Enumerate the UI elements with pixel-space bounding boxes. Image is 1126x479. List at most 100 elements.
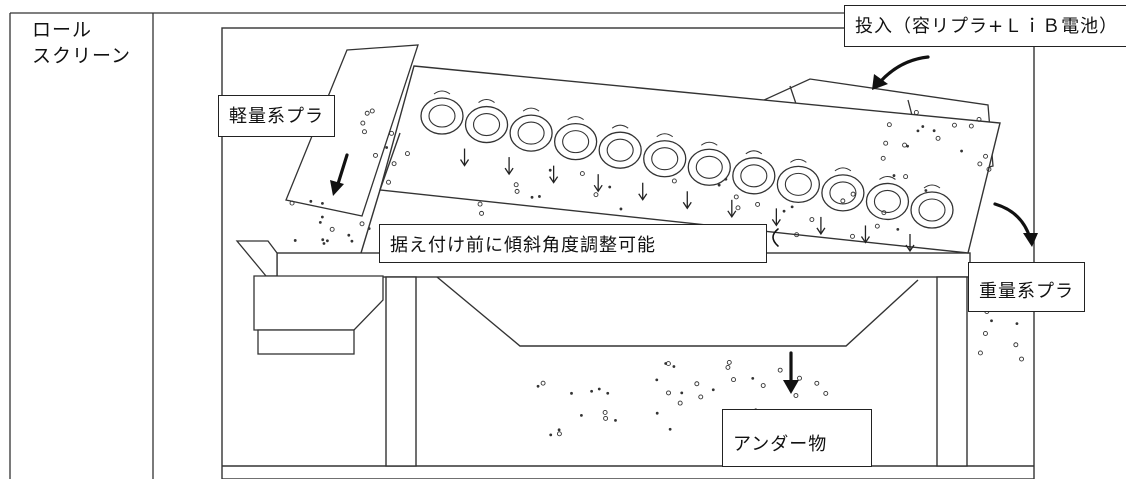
fall-arrow xyxy=(504,157,514,176)
particle xyxy=(698,394,704,400)
particle xyxy=(549,433,553,437)
particle xyxy=(677,400,683,406)
roller xyxy=(643,133,687,178)
fall-arrow xyxy=(771,208,781,227)
under-material-label: アンダー物 xyxy=(722,409,872,467)
particle xyxy=(1015,322,1019,326)
particle xyxy=(755,201,761,207)
particle xyxy=(602,409,608,415)
particle xyxy=(874,223,880,229)
particle xyxy=(790,205,794,209)
particle xyxy=(536,384,540,388)
particle xyxy=(606,391,610,395)
particle xyxy=(671,178,677,184)
roller xyxy=(910,184,954,229)
particle xyxy=(579,171,585,177)
fall-arrow xyxy=(816,216,826,236)
particle xyxy=(896,227,900,231)
fall-arrow xyxy=(549,165,559,184)
particle xyxy=(1019,356,1024,362)
particle xyxy=(731,377,736,383)
particle xyxy=(329,226,335,232)
fall-arrow xyxy=(727,199,737,218)
particle xyxy=(668,427,672,431)
angle-note-label: 据え付け前に傾斜角度調整可能 xyxy=(379,224,767,263)
particle xyxy=(735,205,741,211)
heavy-plastic-label: 重量系プラ xyxy=(968,262,1085,312)
particle xyxy=(513,182,519,188)
particle xyxy=(932,129,936,133)
fall-arrow xyxy=(860,225,870,244)
particle xyxy=(733,194,739,200)
input-label: 投入（容リプラ+ＬｉＢ電池） xyxy=(844,5,1126,47)
roller xyxy=(732,150,776,195)
particle xyxy=(983,331,988,336)
light-arrow xyxy=(335,153,349,189)
light-plastic-label: 軽量系プラ xyxy=(218,95,335,137)
particle xyxy=(777,367,783,373)
housing-frame xyxy=(221,27,1035,479)
particle xyxy=(968,123,974,129)
particle xyxy=(990,319,993,323)
particle xyxy=(935,135,941,141)
particle xyxy=(751,377,755,380)
particle xyxy=(983,153,988,159)
under-hopper xyxy=(436,276,919,347)
particle xyxy=(797,375,802,381)
particle xyxy=(557,428,561,432)
fall-arrow xyxy=(593,174,603,193)
roller xyxy=(553,116,598,161)
particle xyxy=(404,151,410,157)
particle xyxy=(364,110,370,116)
particle xyxy=(385,146,389,149)
roller-group xyxy=(420,90,954,229)
particle xyxy=(326,239,329,243)
particle xyxy=(902,142,908,148)
particle xyxy=(655,378,659,382)
particle xyxy=(538,195,541,198)
roller xyxy=(687,141,731,186)
particle xyxy=(886,122,892,128)
particle xyxy=(952,122,957,128)
particle xyxy=(540,380,546,386)
particle xyxy=(664,362,668,365)
particle xyxy=(386,179,391,185)
particle xyxy=(814,380,820,386)
roller xyxy=(776,158,821,204)
particle xyxy=(913,110,919,115)
particle xyxy=(614,418,617,422)
particle xyxy=(809,217,815,222)
particle xyxy=(603,415,609,421)
particle xyxy=(373,152,378,158)
particle xyxy=(850,191,856,197)
particle xyxy=(986,166,992,172)
fall-arrow xyxy=(638,182,648,201)
particle xyxy=(479,210,485,216)
flow-arrows xyxy=(330,55,1038,394)
roller xyxy=(420,90,464,135)
particle xyxy=(367,227,371,230)
particle xyxy=(369,108,375,114)
particle xyxy=(724,177,728,181)
particle xyxy=(666,390,671,396)
particle xyxy=(318,220,322,224)
particle xyxy=(1013,342,1019,348)
fall-arrow xyxy=(905,234,915,253)
particle xyxy=(514,188,520,194)
roller xyxy=(821,167,865,212)
particle xyxy=(694,381,700,387)
particle xyxy=(921,125,925,128)
particle xyxy=(883,140,889,146)
particle xyxy=(548,168,552,172)
particle xyxy=(321,201,324,205)
particle xyxy=(725,364,731,370)
particle xyxy=(880,155,886,161)
particle xyxy=(892,174,896,177)
particle xyxy=(359,221,365,227)
particle xyxy=(389,130,394,136)
particle xyxy=(977,350,983,356)
particle xyxy=(608,185,612,189)
particle xyxy=(672,365,676,368)
